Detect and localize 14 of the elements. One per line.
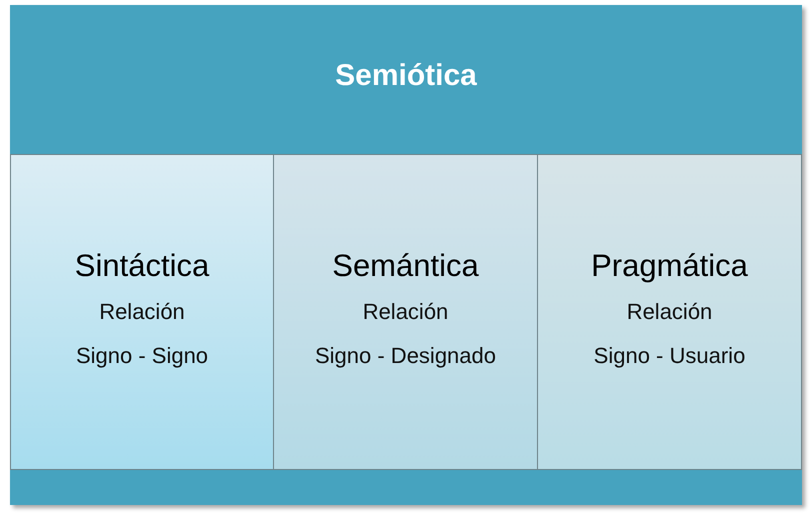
- panel-heading: Semántica: [332, 247, 479, 285]
- panel: [10, 154, 274, 470]
- panel-text: Signo - Signo: [76, 342, 208, 370]
- panel-heading: Sintáctica: [74, 247, 210, 285]
- panel-text: Relación: [99, 298, 185, 326]
- header-band: [10, 5, 802, 505]
- panel-text: Signo - Usuario: [594, 342, 746, 370]
- panel-text: Relación: [626, 298, 712, 326]
- panel: [273, 154, 538, 470]
- panel-heading: Pragmática: [591, 247, 748, 285]
- panel-text: Relación: [362, 298, 448, 326]
- panel: [537, 154, 802, 470]
- panel-text: Signo - Designado: [314, 342, 496, 370]
- title-text: Semiótica: [335, 61, 477, 91]
